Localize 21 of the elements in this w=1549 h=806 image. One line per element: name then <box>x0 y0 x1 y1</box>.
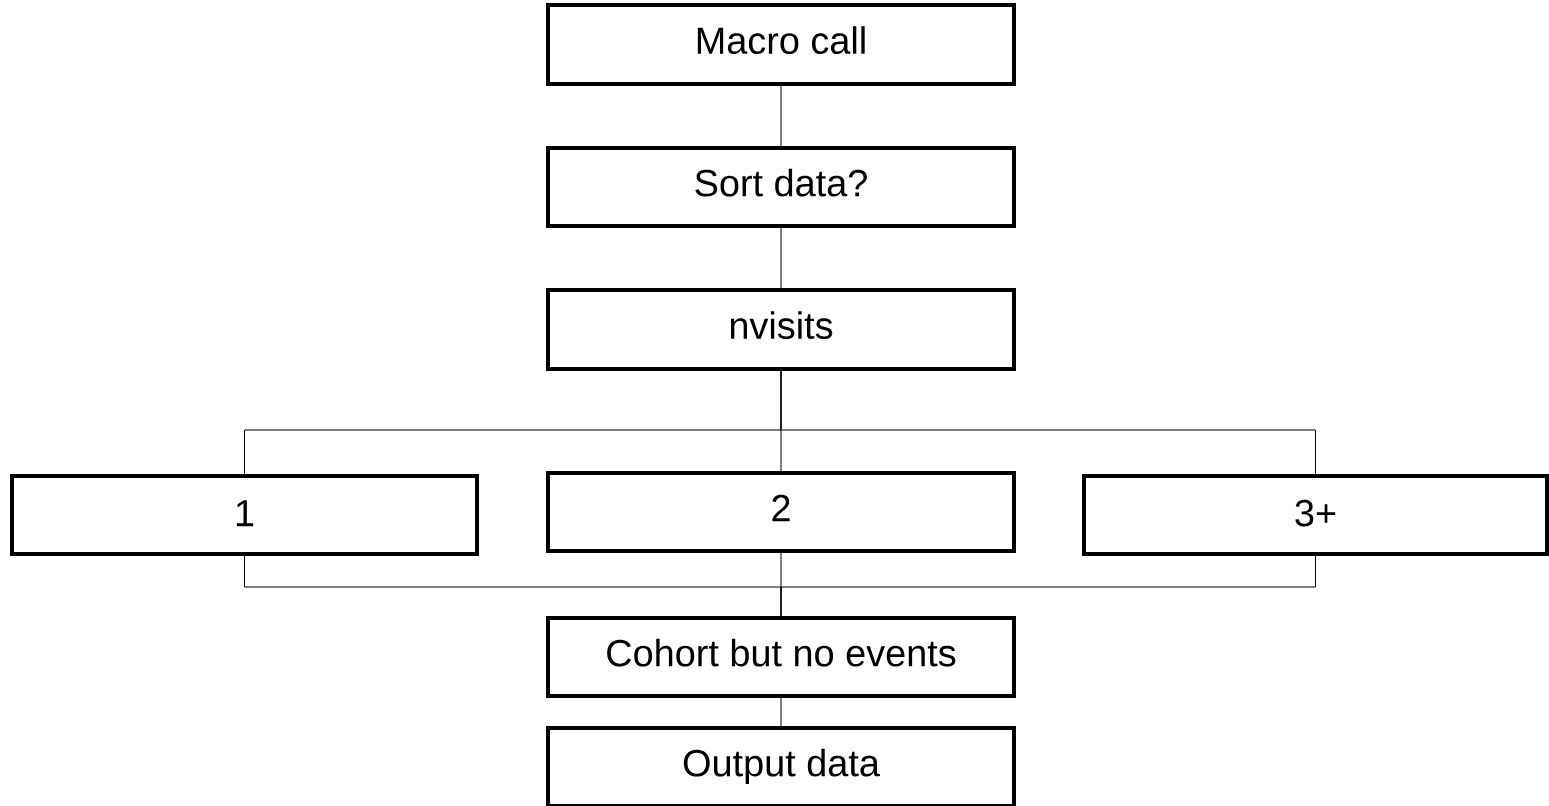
connector-line <box>780 227 782 289</box>
box-label: Output data <box>683 748 880 784</box>
process-box <box>546 146 1016 228</box>
box-label: nvisits <box>730 311 833 340</box>
box-label: Macro call <box>697 26 865 55</box>
process-box <box>546 616 1016 698</box>
connector-line <box>780 85 782 147</box>
process-box <box>546 726 1016 806</box>
process-box <box>546 3 1016 86</box>
box-label: Cohort but no events <box>607 638 956 667</box>
box-label: Sort data? <box>695 168 867 197</box>
process-box <box>10 474 479 556</box>
box-label: 2 <box>772 494 790 522</box>
connector-line <box>780 697 782 727</box>
process-box <box>1082 474 1549 556</box>
box-label: 1 <box>236 500 254 527</box>
process-box <box>546 288 1016 371</box>
connector-line <box>780 370 1316 475</box>
box-label: 3+ <box>1295 499 1336 527</box>
process-box <box>546 471 1016 553</box>
connector-line <box>780 555 1316 617</box>
